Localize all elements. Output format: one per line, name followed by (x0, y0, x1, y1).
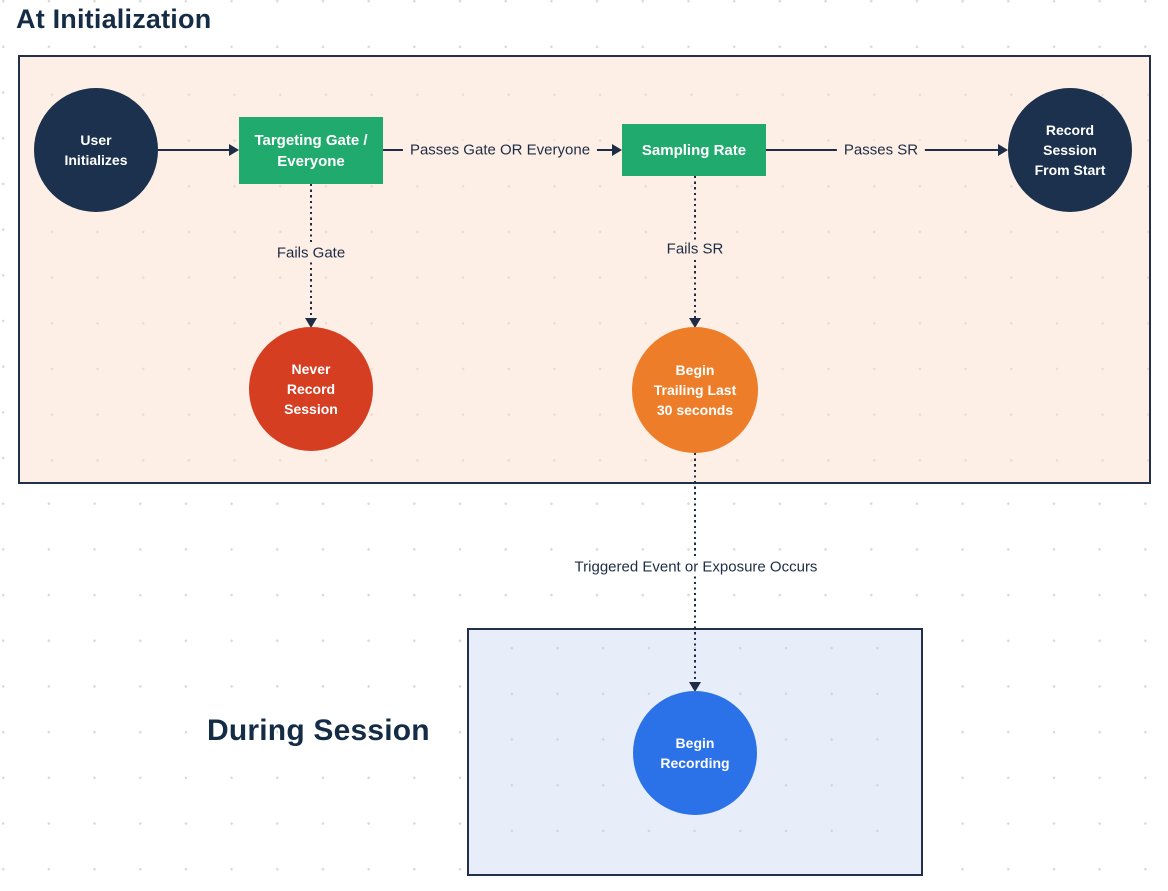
section-title-at-initialization: At Initialization (16, 4, 212, 34)
node-user-initializes: User Initializes (34, 88, 158, 212)
arrowhead-down-icon (305, 318, 317, 328)
edge-label-fails-gate: Fails Gate (269, 243, 353, 263)
arrowhead-right-icon (998, 144, 1008, 156)
section-title-during-session: During Session (207, 714, 430, 747)
node-record-session-from-start: Record Session From Start (1008, 88, 1132, 212)
arrowhead-right-icon (229, 144, 239, 156)
node-never-record-session: Never Record Session (249, 327, 373, 451)
edge-label-passes-gate-or-everyone: Passes Gate OR Everyone (402, 140, 598, 160)
arrowhead-down-icon (689, 318, 701, 328)
arrowhead-down-icon (689, 682, 701, 692)
arrowhead-right-icon (612, 144, 622, 156)
edge-init-to-gate (158, 149, 229, 151)
node-sampling-rate: Sampling Rate (622, 124, 766, 176)
node-targeting-gate-everyone: Targeting Gate / Everyone (239, 117, 383, 184)
node-begin-recording: Begin Recording (633, 691, 757, 815)
edge-label-triggered-event: Triggered Event or Exposure Occurs (567, 557, 825, 577)
edge-label-passes-sr: Passes SR (836, 140, 926, 160)
node-begin-trailing-last-30-seconds: Begin Trailing Last 30 seconds (632, 327, 758, 453)
edge-label-fails-sr: Fails SR (659, 239, 731, 259)
initialization-zone (18, 55, 1151, 484)
